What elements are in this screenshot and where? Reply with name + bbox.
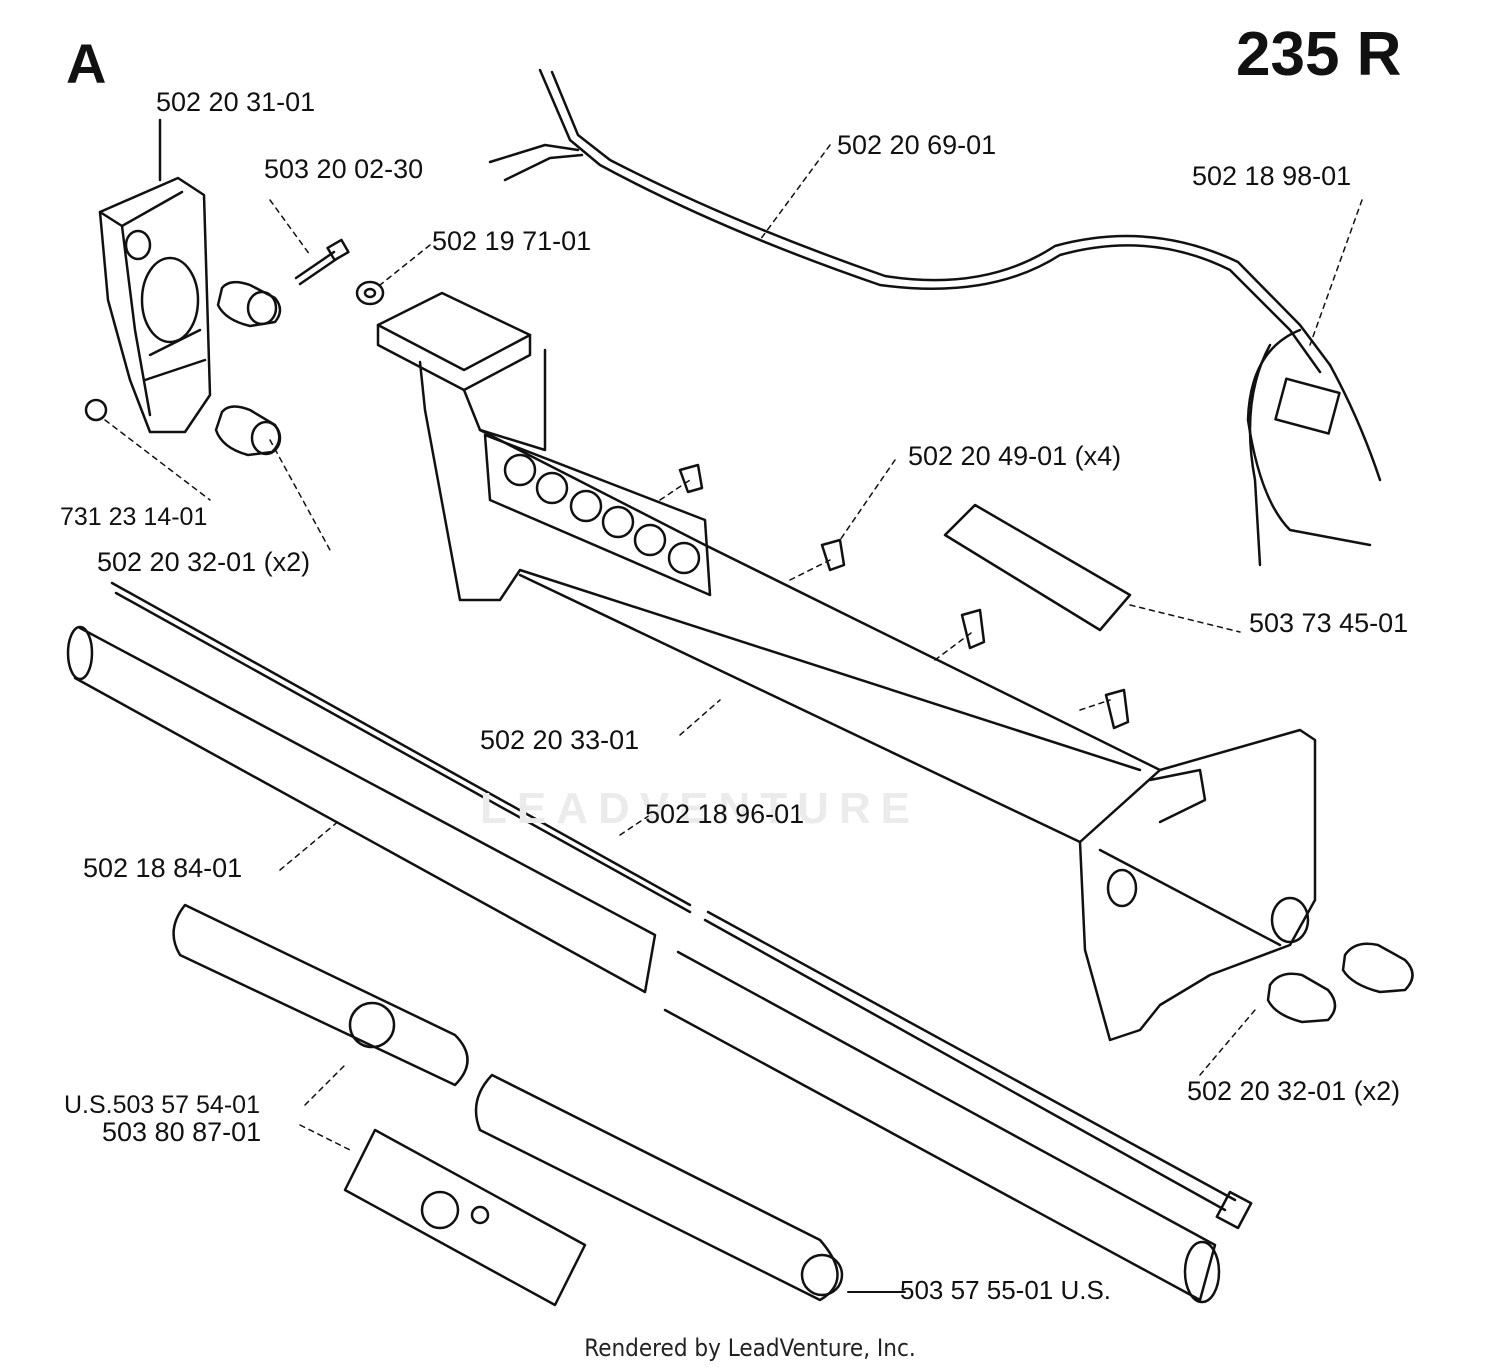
right-plugs-drawing [1266,942,1414,1024]
part-label-drive-shaft[interactable]: 502 18 96-01 [645,799,805,829]
part-label-decal[interactable]: 503 73 45-01 [1249,608,1409,638]
decal-drawing [943,503,1132,632]
part-label-label-sign[interactable]: 503 80 87-01 [102,1117,262,1147]
part-label-screw[interactable]: 503 20 02-30 [264,154,424,184]
handle-tube-drawing [376,291,1162,844]
part-label-shaft-tube[interactable]: 502 18 84-01 [83,853,243,883]
shaft-tube-drawing [66,625,1221,1304]
screw-drawing [294,238,350,286]
part-label-clip[interactable]: 502 20 49-01 (x4) [908,441,1122,471]
sleeve-labels-drawing [172,903,844,1307]
part-label-plug-left[interactable]: 502 20 32-01 (x2) [97,547,311,577]
leader-lines [104,144,1363,1151]
clips-drawing [678,463,1130,730]
part-label-switch-harness[interactable]: 502 18 98-01 [1192,161,1352,191]
cable-drawing [488,68,1382,567]
part-label-label-tube[interactable]: 503 57 55-01 U.S. [900,1275,1112,1305]
watermark: LEADVENTURE [480,784,921,833]
section-letter: A [66,32,107,95]
handle-housing-drawing [98,118,212,434]
part-label-label-us[interactable]: U.S.503 57 54-01 [64,1091,260,1119]
part-label-nut-left[interactable]: 731 23 14-01 [60,503,208,531]
right-housing-drawing [1078,728,1317,1042]
model-title: 235 R [1236,20,1402,89]
left-nut-drawing [84,398,108,422]
part-label-cable[interactable]: 502 20 69-01 [837,130,997,160]
footer-credit: Rendered by LeadVenture, Inc. [584,1334,916,1362]
part-label-nut[interactable]: 502 19 71-01 [432,226,592,256]
part-label-handle-tube[interactable]: 502 20 33-01 [480,725,640,755]
part-label-plug-right[interactable]: 502 20 32-01 (x2) [1187,1076,1401,1106]
part-label-handle-housing[interactable]: 502 20 31-01 [156,87,316,117]
left-plugs-drawing [214,280,282,457]
drive-shaft-drawing [110,581,1253,1230]
top-nut-drawing [355,280,385,306]
